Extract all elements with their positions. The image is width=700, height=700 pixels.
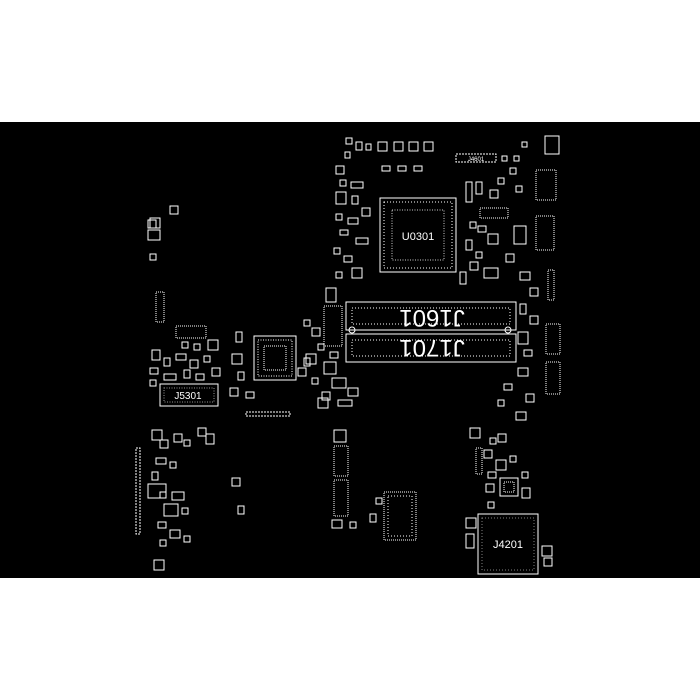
board-drawing: U0301 J4601 bbox=[135, 135, 561, 575]
j1601-label: J1601 bbox=[399, 304, 464, 331]
j1601-slot bbox=[345, 301, 517, 331]
u0301-label: U0301 bbox=[402, 231, 434, 243]
u0301-chip bbox=[379, 197, 457, 273]
j5301-label: J5301 bbox=[174, 391, 202, 402]
j1701-slot bbox=[345, 333, 517, 363]
j4201-label: J4201 bbox=[493, 539, 523, 551]
j1701-label: J1701 bbox=[399, 334, 464, 361]
j4601-label: J4601 bbox=[468, 157, 485, 163]
bga-chip bbox=[253, 335, 297, 381]
j4201-connector bbox=[477, 513, 539, 575]
pcb-board: U0301 J4601 bbox=[0, 122, 700, 578]
j5301-connector bbox=[159, 383, 219, 407]
